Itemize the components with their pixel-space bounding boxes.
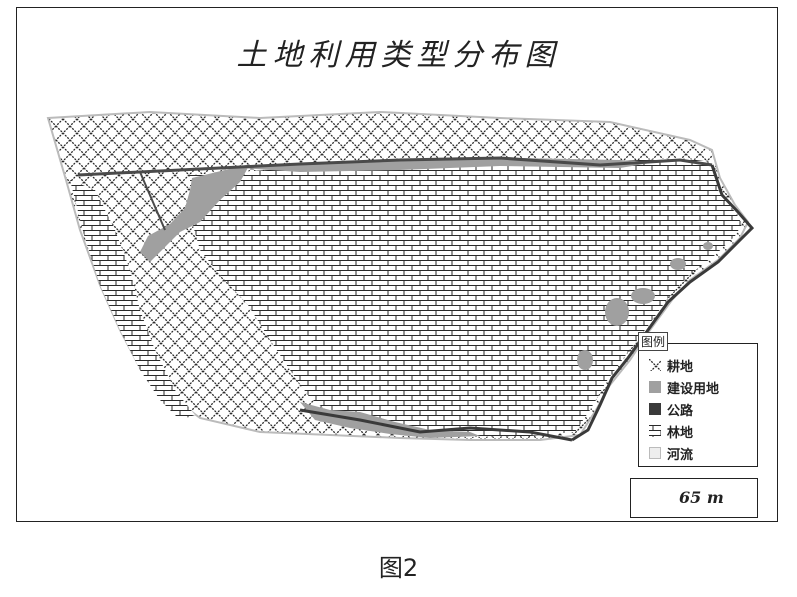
construction-land-patch-east-2 [631, 288, 655, 304]
scale-label: 65 m [679, 488, 724, 507]
legend: 图例 耕地 建设用地 公路 林地 河流 [638, 332, 758, 467]
forest-land-area [190, 158, 742, 437]
forest-land-strip [70, 180, 195, 420]
crosshatch-swatch-icon [649, 359, 661, 371]
construction-land-patch-east-4 [577, 350, 593, 370]
highway-north [77, 156, 713, 177]
highway-branch [139, 171, 166, 231]
legend-item-river: 河流 [649, 444, 694, 463]
highway-south [299, 408, 573, 442]
construction-land-north [140, 164, 250, 262]
legend-label: 耕地 [667, 359, 694, 375]
legend-item-forest: 林地 [649, 422, 694, 441]
construction-land-south [300, 402, 480, 438]
figure-caption: 图2 [378, 554, 419, 582]
dark-swatch-icon [649, 403, 661, 415]
legend-label: 公路 [667, 403, 694, 419]
legend-item-highway: 公路 [649, 400, 694, 419]
legend-title: 图例 [638, 332, 669, 351]
legend-item-construction: 建设用地 [649, 378, 720, 397]
construction-land-patch-east-3 [670, 258, 686, 270]
highway-east [571, 164, 755, 442]
gray-swatch-icon [649, 381, 661, 393]
light-swatch-icon [649, 447, 661, 459]
legend-label: 河流 [667, 447, 694, 463]
legend-item-cultivated: 耕地 [649, 356, 694, 375]
legend-label: 林地 [667, 425, 694, 441]
construction-land-patch-east-5 [703, 242, 713, 250]
construction-land-patch-east-1 [605, 298, 629, 326]
map-title: 土地利用类型分布图 [236, 38, 561, 73]
legend-label: 建设用地 [667, 381, 720, 397]
brick-swatch-icon [649, 425, 661, 437]
scale-box: 65 m [630, 478, 758, 518]
